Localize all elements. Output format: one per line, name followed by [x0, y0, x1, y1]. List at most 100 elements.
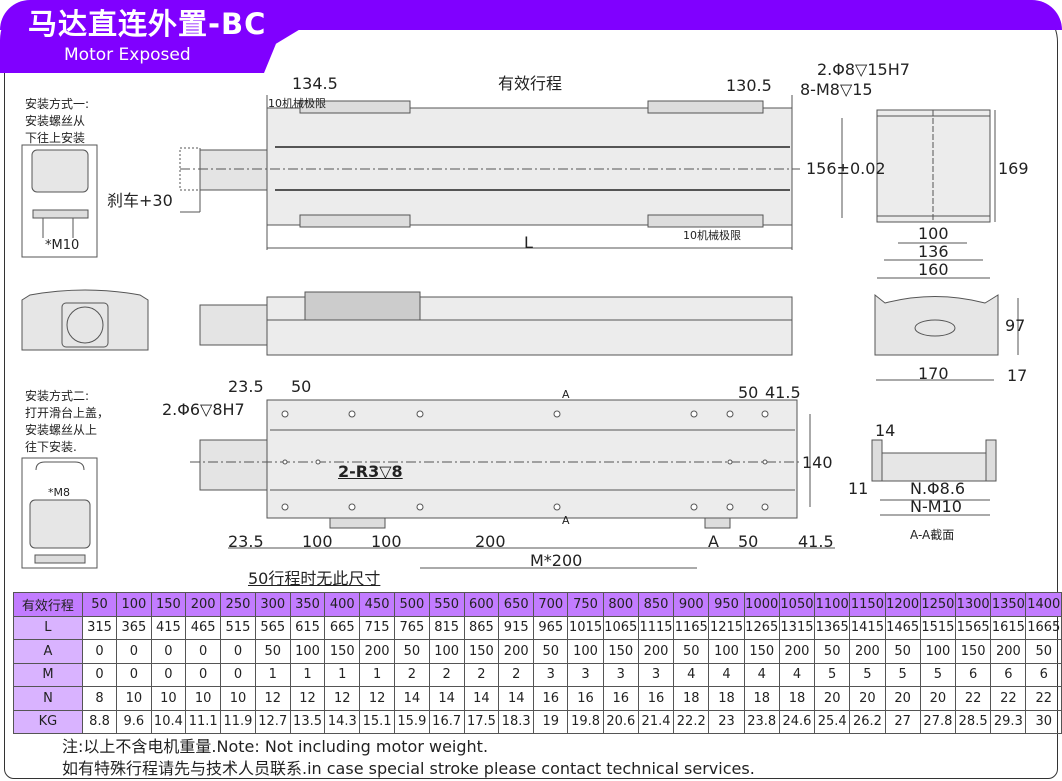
table-cell: 5	[919, 662, 957, 687]
table-cell: 5	[884, 662, 921, 687]
row-label: KG	[13, 709, 83, 734]
table-cell: 2	[393, 662, 430, 687]
dim: 23.5	[228, 377, 264, 396]
table-cell: 20	[849, 686, 886, 711]
table-cell: 565	[254, 615, 291, 640]
table-cell: 1300	[955, 592, 992, 617]
end-view	[841, 109, 996, 279]
table-cell: 1465	[884, 615, 921, 640]
table-cell: 16	[567, 686, 604, 711]
table-cell: 1150	[849, 592, 886, 617]
row-label: 有效行程	[13, 592, 83, 617]
table-cell: 25.4	[814, 709, 851, 734]
table-cell: 465	[185, 615, 222, 640]
table-cell: 16	[637, 686, 675, 711]
table-cell: 9.6	[116, 709, 152, 734]
install-diagram-1	[21, 144, 98, 258]
table-cell: 1265	[743, 615, 780, 640]
table-cell: 12	[254, 686, 291, 711]
table-cell: 3	[533, 662, 569, 687]
table-cell: 0	[81, 662, 118, 687]
table-cell: 13.5	[289, 709, 326, 734]
table-cell: 2	[463, 662, 500, 687]
table-cell: 27.8	[919, 709, 957, 734]
install-method-1: 安装方式一: 安装螺丝从 下往上安装	[25, 96, 110, 147]
table-cell: 10	[220, 686, 256, 711]
table-cell: 650	[498, 592, 535, 617]
dim: 100	[302, 532, 333, 551]
table-cell: 550	[428, 592, 465, 617]
dim: 23.5	[228, 532, 264, 551]
side-end-view	[874, 293, 1019, 381]
table-cell: 12.7	[254, 709, 291, 734]
table-cell: 200	[185, 592, 222, 617]
dim: 50	[738, 532, 759, 551]
table-cell: 16	[602, 686, 639, 711]
table-cell: 15.9	[393, 709, 430, 734]
table-cell: 1415	[849, 615, 886, 640]
table-cell: 50	[393, 639, 430, 664]
table-cell: 1	[324, 662, 361, 687]
row-label: N	[13, 686, 83, 711]
table-cell: 20	[919, 686, 957, 711]
table-cell: 100	[116, 592, 152, 617]
dim: 11	[848, 479, 869, 498]
table-cell: 30	[1025, 709, 1062, 734]
note-weight: 注:以上不含电机重量.Note: Not including motor wei…	[62, 737, 489, 756]
dim: 156±0.02	[806, 159, 886, 178]
dim: A	[562, 514, 570, 527]
table-cell: 415	[150, 615, 187, 640]
table-cell: 1165	[673, 615, 710, 640]
section-view	[871, 439, 997, 516]
table-cell: 0	[116, 639, 152, 664]
table-cell: 14	[498, 686, 535, 711]
table-cell: 14	[428, 686, 465, 711]
table-cell: 1365	[814, 615, 851, 640]
table-cell: 1015	[567, 615, 604, 640]
table-cell: 200	[637, 639, 675, 664]
table-cell: 50	[1025, 639, 1062, 664]
table-cell: 50	[81, 592, 118, 617]
table-cell: 14	[463, 686, 500, 711]
table-cell: 3	[602, 662, 639, 687]
dim: A	[562, 388, 570, 401]
table-cell: 100	[289, 639, 326, 664]
table-cell: 1250	[919, 592, 957, 617]
title-tab	[0, 0, 300, 73]
dim: 140	[802, 453, 833, 472]
page-title: 马达直连外置-BC	[28, 7, 267, 41]
dim: 130.5	[726, 76, 772, 95]
install2-line: 安装方式二:	[25, 389, 90, 403]
table-cell: 21.4	[637, 709, 675, 734]
table-cell: 22	[990, 686, 1027, 711]
table-cell: 0	[116, 662, 152, 687]
table-cell: 965	[533, 615, 569, 640]
table-cell: 4	[673, 662, 710, 687]
table-cell: 150	[955, 639, 992, 664]
table-cell: 665	[324, 615, 361, 640]
table-cell: 10	[116, 686, 152, 711]
dim: 41.5	[798, 532, 834, 551]
table-cell: 5	[849, 662, 886, 687]
install2-line: 安装螺丝从上	[25, 423, 98, 437]
table-cell: 200	[359, 639, 395, 664]
table-cell: 350	[289, 592, 326, 617]
table-cell: 23	[708, 709, 745, 734]
table-cell: 300	[254, 592, 291, 617]
table-cell: 200	[498, 639, 535, 664]
table-cell: 800	[602, 592, 639, 617]
table-cell: 200	[778, 639, 816, 664]
table-cell: 4	[708, 662, 745, 687]
table-cell: 1050	[778, 592, 816, 617]
table-cell: 24.6	[778, 709, 816, 734]
table-cell: 8	[81, 686, 118, 711]
table-cell: 1565	[955, 615, 992, 640]
table-cell: 18.3	[498, 709, 535, 734]
dim: 50	[291, 377, 312, 396]
dim: 170	[918, 364, 949, 383]
table-cell: 0	[185, 662, 222, 687]
table-cell: 915	[498, 615, 535, 640]
table-cell: 19.8	[567, 709, 604, 734]
